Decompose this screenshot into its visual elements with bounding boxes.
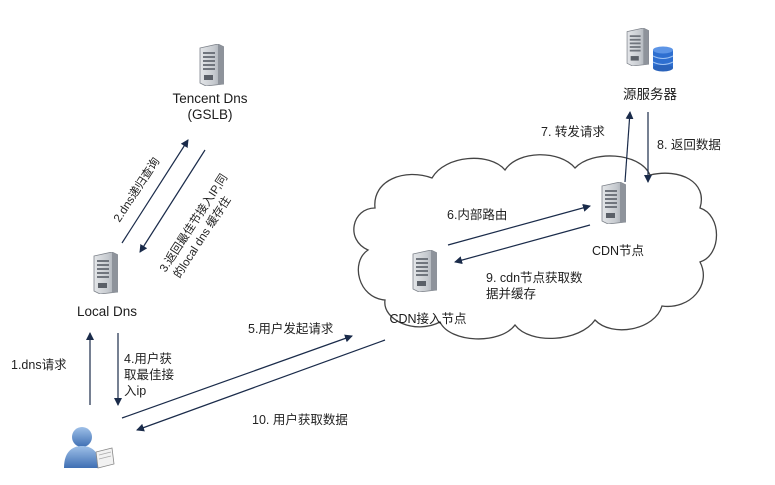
gslb-name: (GSLB)	[187, 107, 233, 122]
database-icon	[652, 46, 674, 72]
step9-line1: 9. cdn节点获取数	[486, 271, 583, 285]
cdn-access-label: CDN接入节点	[389, 312, 467, 326]
arrow-step10-user-gets-data	[136, 339, 386, 432]
step4-line3: 入ip	[124, 384, 147, 398]
origin-server-label: 源服务器	[623, 87, 677, 102]
arrow-step5-user-request	[121, 334, 353, 419]
arrow-step3-return-ip	[139, 149, 206, 253]
step10-label: 10. 用户获取数据	[252, 413, 348, 427]
step4-line2: 取最佳接	[124, 368, 175, 382]
step1-label: 1.dns请求	[11, 358, 67, 372]
tencent-dns-server-icon	[199, 44, 224, 86]
arrow-step9-cache-data	[454, 224, 591, 265]
local-dns-server-icon	[93, 252, 118, 294]
step4-line1: 4.用户获	[124, 352, 172, 366]
origin-server-icon	[626, 28, 649, 66]
tencent-dns-label: Tencent Dns (GSLB)	[170, 91, 250, 123]
user-icon	[64, 427, 115, 469]
local-dns-label: Local Dns	[76, 304, 138, 319]
step8-label: 8. 返回数据	[657, 138, 721, 152]
arrow-step2-dns-recursive	[121, 139, 189, 244]
arrow-step7-forward-request	[624, 111, 634, 183]
cdn-node-server-icon	[601, 182, 626, 224]
arrow-step6-internal-route	[447, 203, 591, 246]
cdn-access-server-icon	[412, 250, 437, 292]
step4-label: 4.用户获 取最佳接 入ip	[124, 351, 174, 399]
step6-label: 6.内部路由	[447, 208, 508, 222]
step9-line2: 据并缓存	[486, 287, 537, 301]
step9-label: 9. cdn节点获取数 据并缓存	[486, 270, 583, 302]
step7-label: 7. 转发请求	[541, 125, 605, 139]
step5-label: 5.用户发起请求	[248, 322, 334, 336]
tencent-dns-name: Tencent Dns	[172, 91, 248, 106]
cdn-node-label: CDN节点	[591, 244, 645, 258]
